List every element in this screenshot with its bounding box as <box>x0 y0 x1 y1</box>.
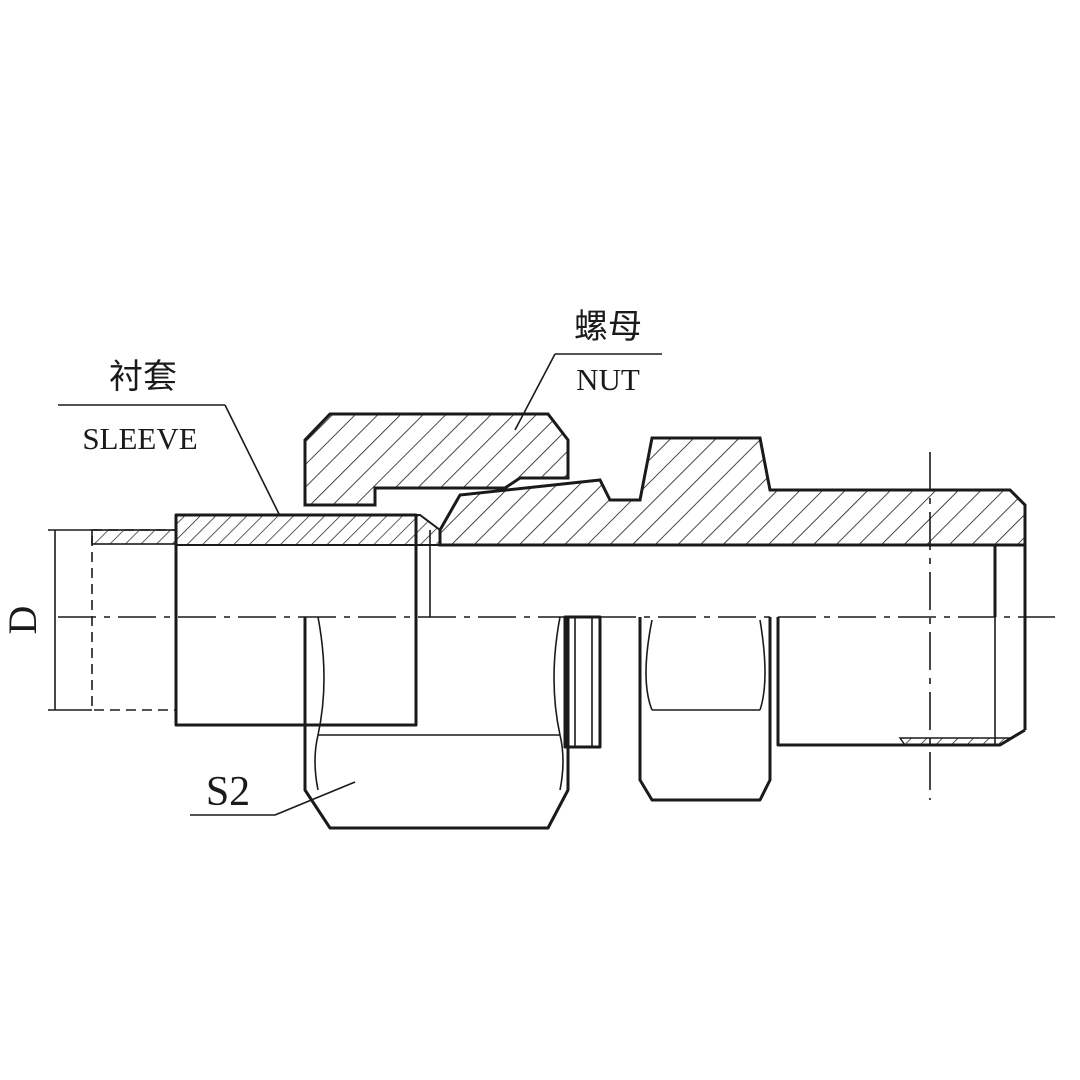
s2-callout: S2 <box>190 769 356 816</box>
nut-label-cn: 螺母 <box>574 307 642 347</box>
diameter-label: D <box>0 606 45 635</box>
nut-callout: 螺母 NUT <box>514 307 662 431</box>
nut <box>303 412 570 830</box>
nut-label-en: NUT <box>576 362 640 397</box>
s2-label: S2 <box>206 769 250 815</box>
sleeve-label-en: SLEEVE <box>82 421 197 456</box>
body <box>438 436 1027 802</box>
sleeve-label-cn: 衬套 <box>109 357 177 397</box>
pipe <box>91 529 177 711</box>
diameter-dimension: D <box>0 529 92 711</box>
sleeve <box>174 513 441 727</box>
sleeve-callout: 衬套 SLEEVE <box>58 357 281 517</box>
